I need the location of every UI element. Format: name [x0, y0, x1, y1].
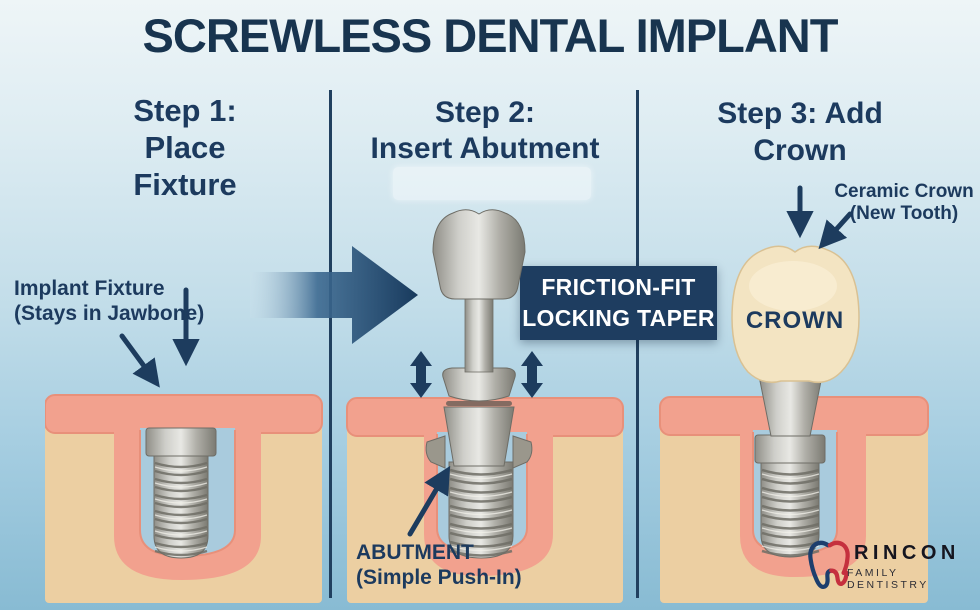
logo: RINCON FAMILY DENTISTRY — [806, 534, 980, 598]
crown-highlight — [749, 261, 837, 311]
logo-tagline: FAMILY DENTISTRY — [846, 566, 929, 591]
step1-heading: Step 1: Place Fixture — [75, 92, 295, 203]
abutment-head — [432, 209, 526, 300]
ceramic-crown-label-line1: Ceramic Crown — [834, 181, 974, 202]
implant-threads — [761, 468, 820, 557]
abutment-label-line1: ABUTMENT — [356, 541, 474, 564]
abutment-gap-line — [446, 401, 512, 406]
step2-heading: Step 2: Insert Abutment — [350, 95, 620, 167]
implant-thread-highlights — [761, 473, 820, 552]
logo-name: RINCON — [853, 541, 960, 564]
implant-fixture-diagonal-arrow-icon — [119, 333, 160, 388]
callout-line1: FRICTION-FIT — [541, 274, 696, 300]
implant-cap — [145, 427, 217, 457]
friction-fit-callout: FRICTION-FIT LOCKING TAPER — [520, 266, 717, 340]
gum-tissue-band — [45, 394, 323, 434]
crown-text: CROWN — [746, 307, 844, 334]
tooth-logo-icon — [808, 540, 850, 589]
implant-threads — [449, 468, 513, 557]
abutment-label: ABUTMENT (Simple Push-In) — [356, 540, 522, 590]
column-divider-1 — [329, 90, 332, 598]
retention-tab-right — [512, 435, 533, 469]
implant-thread-highlights — [449, 473, 513, 552]
step1-heading-line1: Step 1: — [133, 93, 237, 128]
abutment-lower-taper — [443, 406, 515, 467]
implant-fixture-label-line2: (Stays in Jawbone) — [14, 302, 205, 326]
implant-cap — [754, 434, 826, 464]
step3-heading-line1: Step 3: Add — [717, 97, 883, 130]
abutment-collar — [442, 367, 516, 402]
step1-illustration — [45, 394, 323, 603]
column-divider-2 — [636, 90, 639, 598]
implant-threads — [154, 461, 208, 557]
step2-illustration — [346, 209, 624, 603]
step2-heading-line1: Step 2: — [434, 96, 536, 129]
step1-heading-line2: Place — [144, 130, 226, 165]
gum-socket-lining — [114, 428, 261, 580]
main-title: SCREWLESS DENTAL IMPLANT — [142, 9, 839, 62]
implant-fixture-label: Implant Fixture (Stays in Jawbone) — [14, 276, 204, 326]
step1-heading-line3: Fixture — [133, 167, 237, 202]
abutment-label-line2: (Simple Push-In) — [356, 566, 522, 590]
step2-heading-line2: Insert Abutment — [370, 132, 600, 165]
implant-fixture-label-line1: Implant Fixture — [14, 277, 165, 300]
step3-heading: Step 3: Add Crown — [665, 95, 935, 169]
step3-heading-line2: Crown — [753, 134, 847, 167]
blurred-watermark-patch — [393, 167, 591, 200]
ceramic-crown-label-line2: (New Tooth) — [849, 202, 959, 224]
ceramic-crown-label: Ceramic Crown (New Tooth) — [830, 181, 978, 225]
callout-line2: LOCKING TAPER — [522, 305, 715, 331]
implant-thread-highlights — [154, 466, 208, 552]
logo-text: RINCON FAMILY DENTISTRY — [847, 541, 980, 591]
abutment-stem — [464, 293, 494, 373]
step3-illustration: CROWN — [659, 245, 929, 603]
